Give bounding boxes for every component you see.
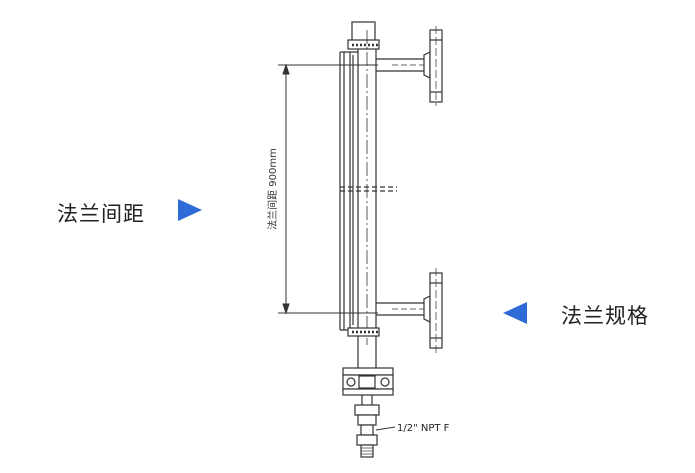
top-cap: [347, 21, 380, 50]
top-side-flange: [376, 26, 443, 106]
left-pointing-arrow-icon: [503, 302, 527, 324]
dimension-text: 法兰间距 900mm: [266, 148, 279, 230]
thread-note-leader: [375, 426, 396, 431]
lower-pipe: [357, 336, 377, 368]
drain-valve: [342, 367, 394, 405]
dimension-lines: [278, 63, 378, 315]
thread-note: 1/2" NPT F: [397, 423, 450, 434]
indicator-column: [339, 51, 397, 331]
right-pointing-arrow-icon: [178, 199, 202, 221]
flange-spec-label: 法兰规格: [561, 304, 649, 328]
flange-spacing-label: 法兰间距: [57, 202, 145, 226]
drain-plug: [354, 404, 380, 458]
bottom-side-flange: [376, 268, 443, 353]
bottom-cap: [347, 327, 380, 337]
